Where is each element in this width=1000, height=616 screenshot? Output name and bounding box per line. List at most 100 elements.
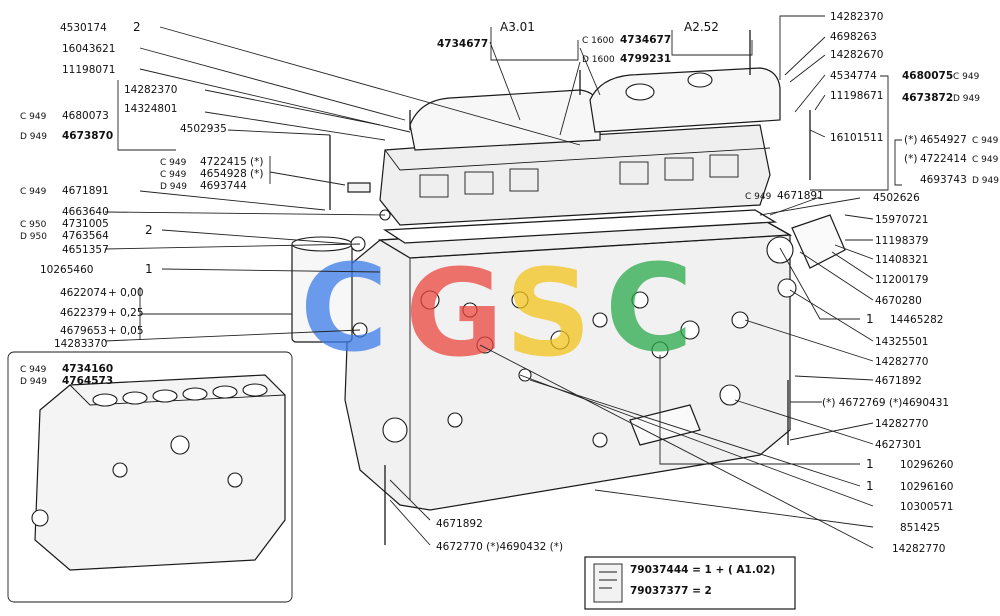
note-4654927: (*): [904, 134, 917, 146]
inset-labels: C 949 4734160 D 949 4764573: [20, 363, 113, 387]
qty-4731005: 2: [145, 223, 153, 237]
variant-4693744: D 949: [160, 182, 187, 192]
label-4663640: 4663640: [62, 206, 109, 218]
label-10300571: 10300571: [900, 501, 953, 513]
watermark-letter-g: G: [405, 245, 504, 384]
leader-lines: [104, 15, 902, 549]
label-16101511: 16101511: [830, 132, 883, 144]
inset-variant-c949: C 949: [20, 365, 47, 375]
variant-4654927: C 949: [972, 136, 999, 146]
watermark-letter-s: S: [505, 245, 591, 384]
label-4679653: 4679653: [60, 325, 107, 337]
variant-4673872: D 949: [953, 94, 980, 104]
qty-4530174: 2: [133, 20, 141, 34]
note-4722414: (*): [904, 153, 917, 165]
label-14465282: 14465282: [890, 314, 943, 326]
ref-a252: A2.52: [684, 20, 719, 34]
label-4622379: 4622379: [60, 307, 107, 319]
variant-d1600: D 1600: [582, 55, 615, 65]
label-14282770-b: 14282770: [875, 418, 928, 430]
label-4502626: 4502626: [873, 192, 920, 204]
label-14283370: 14283370: [54, 338, 107, 350]
variant-4680075: C 949: [953, 72, 980, 82]
variant-4722415: C 949: [160, 158, 187, 168]
label-10265460: 10265460: [40, 264, 93, 276]
label-4651357: 4651357: [62, 244, 109, 256]
label-4673870: 4673870: [62, 130, 113, 142]
variant-4731005: C 950: [20, 220, 47, 230]
kit-box: 79037444 = 1 + ( A1.02) 79037377 = 2: [584, 556, 796, 610]
qty-10296160: 1: [866, 479, 874, 493]
label-4622074: 4622074: [60, 287, 107, 299]
tol-4622379: + 0,25: [108, 307, 144, 319]
qty-14465282: 1: [866, 312, 874, 326]
label-4654927: 4654927: [920, 134, 967, 146]
label-11198379: 11198379: [875, 235, 928, 247]
right-labels: 14282370 4698263 14282670 4534774 468007…: [745, 11, 999, 555]
inset-engine-drawing: [7, 351, 293, 603]
label-4734677-right: 4734677: [620, 34, 671, 46]
label-14282770-a: 14282770: [875, 356, 928, 368]
label-11198071: 11198071: [62, 64, 115, 76]
inset-part-4734160: 4734160: [62, 363, 113, 375]
label-4722414: 4722414: [920, 153, 967, 165]
label-4671891-right: 4671891: [777, 190, 824, 202]
label-4672770: 4672770 (*)4690432 (*): [436, 541, 563, 553]
label-851425: 851425: [900, 522, 940, 534]
label-4672769: (*) 4672769 (*)4690431: [822, 397, 949, 409]
label-14325501: 14325501: [875, 336, 928, 348]
variant-d949-a: D 949: [20, 132, 47, 142]
label-11408321: 11408321: [875, 254, 928, 266]
label-4534774: 4534774: [830, 70, 877, 82]
label-4680075: 4680075: [902, 70, 953, 82]
label-4731005: 4731005: [62, 218, 109, 230]
label-14282670: 14282670: [830, 49, 883, 61]
variant-4671891-right: C 949: [745, 192, 772, 202]
note-4654928: (*): [250, 168, 263, 180]
label-11198671: 11198671: [830, 90, 883, 102]
label-4799231: 4799231: [620, 53, 671, 65]
left-labels: 4530174 2 16043621 11198071 14282370 C 9…: [20, 20, 263, 350]
watermark: C G S C: [300, 240, 693, 384]
tol-4679653: + 0,05: [108, 325, 144, 337]
label-4734677-left: 4734677: [437, 38, 488, 50]
label-14282770-c: 14282770: [892, 543, 945, 555]
variant-4693743: D 949: [972, 176, 999, 186]
label-4722415: 4722415: [200, 156, 247, 168]
variant-c1600: C 1600: [582, 36, 614, 46]
ref-a301: A3.01: [500, 20, 535, 34]
variant-4654928: C 949: [160, 170, 187, 180]
variant-4763564: D 950: [20, 232, 47, 242]
label-4693743: 4693743: [920, 174, 967, 186]
watermark-letter-c2: C: [605, 240, 693, 379]
top-labels: A3.01 A2.52 4734677 C 1600 D 1600 473467…: [437, 20, 719, 65]
gasket-kit-icon: [593, 563, 623, 603]
label-4693744: 4693744: [200, 180, 247, 192]
label-4670280: 4670280: [875, 295, 922, 307]
label-4671892-right: 4671892: [875, 375, 922, 387]
label-4530174: 4530174: [60, 22, 107, 34]
watermark-letter-c1: C: [300, 240, 388, 379]
qty-10296260: 1: [866, 457, 874, 471]
label-4671891-left: 4671891: [62, 185, 109, 197]
engine-block-drawing: [291, 30, 846, 545]
label-11200179: 11200179: [875, 274, 928, 286]
label-4671892-bottom: 4671892: [436, 518, 483, 530]
note-4722415: (*): [250, 156, 263, 168]
label-10296260: 10296260: [900, 459, 953, 471]
kit-line-2: 79037377 = 2: [630, 585, 712, 597]
label-10296160: 10296160: [900, 481, 953, 493]
label-14282370: 14282370: [124, 84, 177, 96]
label-14324801: 14324801: [124, 103, 177, 115]
kit-line-1: 79037444 = 1 + ( A1.02): [630, 564, 775, 576]
bottom-labels: 4671892 4672770 (*)4690432 (*): [436, 518, 563, 553]
label-4698263: 4698263: [830, 31, 877, 43]
qty-10265460: 1: [145, 262, 153, 276]
label-4502935: 4502935: [180, 123, 227, 135]
variant-c949-a: C 949: [20, 112, 47, 122]
label-4627301: 4627301: [875, 439, 922, 451]
variant-4671891-left: C 949: [20, 187, 47, 197]
inset-variant-d949: D 949: [20, 377, 47, 387]
